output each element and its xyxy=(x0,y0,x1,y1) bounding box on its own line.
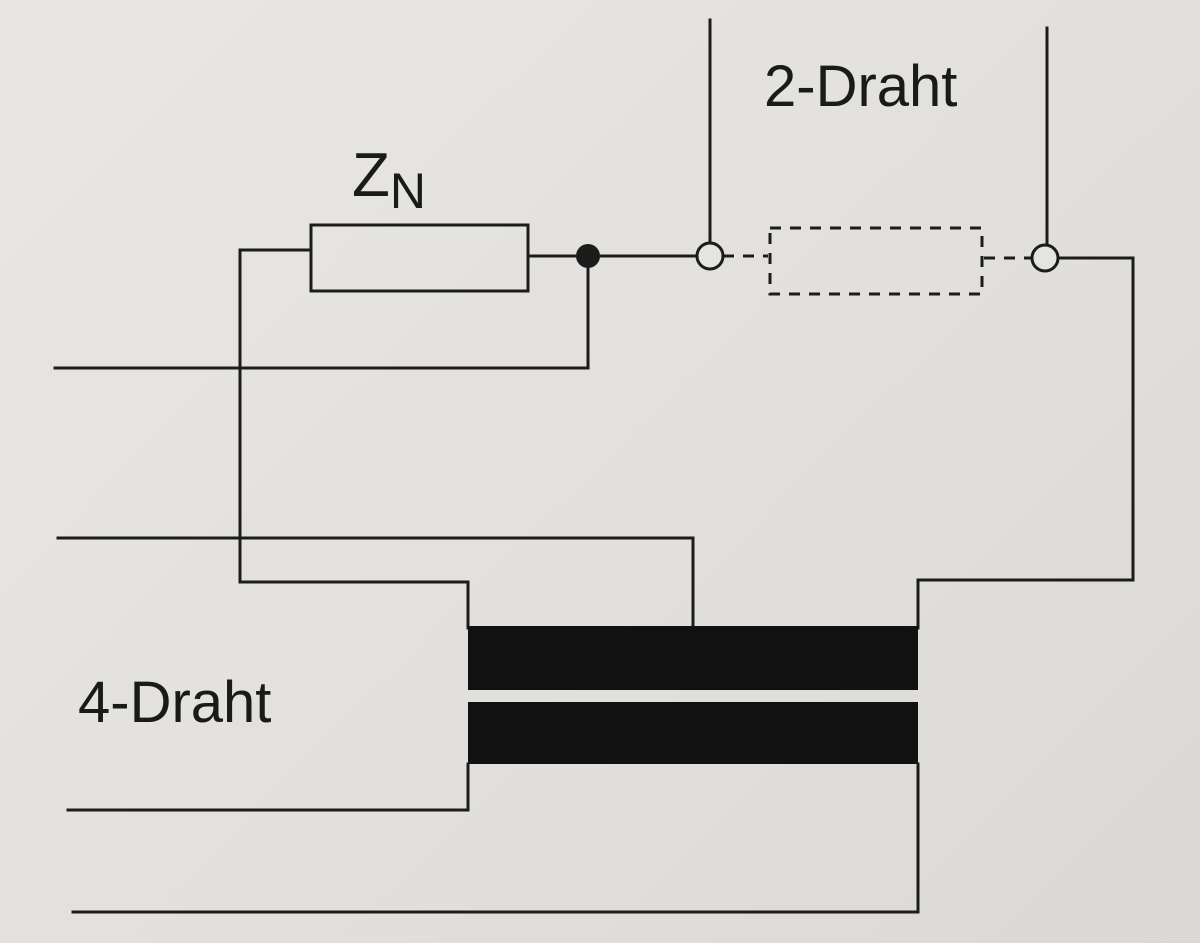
four-wire-third-line xyxy=(66,762,470,812)
two-wire-left-terminal xyxy=(695,241,725,271)
transformer-winding-lower xyxy=(468,702,918,764)
two-wire-label: 2-Draht xyxy=(764,54,957,119)
impedance-label-main: Z xyxy=(352,141,390,210)
four-wire-bottom-line xyxy=(71,762,920,914)
impedance-label-subscript: N xyxy=(390,163,426,219)
two-wire-right-return xyxy=(916,256,1135,630)
zn-left-wire xyxy=(238,248,470,630)
transformer-winding-upper xyxy=(468,626,918,690)
line-load-dashed-box xyxy=(768,226,984,296)
impedance-zn-resistor xyxy=(309,223,530,293)
two-wire-right-terminal xyxy=(1030,243,1060,273)
impedance-label: ZN xyxy=(352,141,426,219)
four-wire-second-line xyxy=(56,536,695,630)
four-wire-label: 4-Draht xyxy=(78,670,271,735)
four-wire-top-line xyxy=(53,254,590,370)
